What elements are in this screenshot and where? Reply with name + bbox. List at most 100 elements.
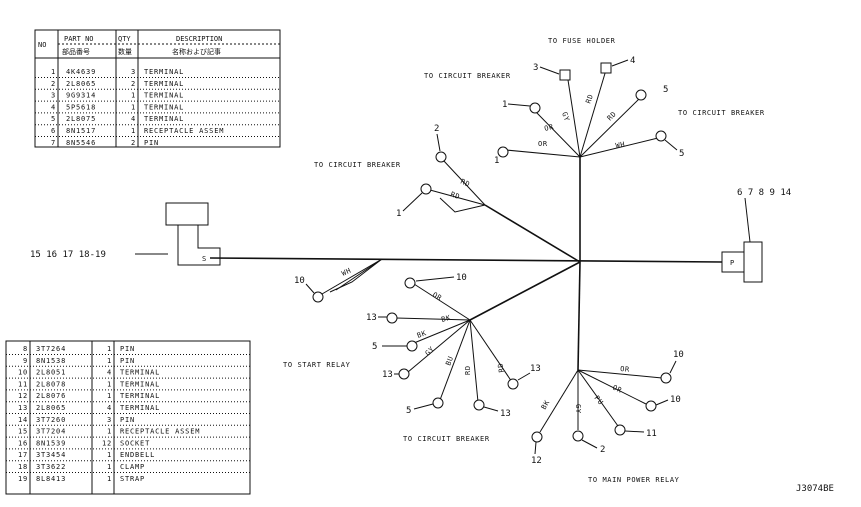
dest-start-relay: TO START RELAY <box>283 361 351 369</box>
part-number: 3T3454 <box>36 451 66 459</box>
left-upper-branch: RD RD TO CIRCUIT BREAKER 2 1 <box>314 124 486 219</box>
dest-circuit-breaker-top: TO CIRCUIT BREAKER <box>424 72 511 80</box>
wire-label-or: OR <box>431 291 443 303</box>
callout-10: 10 <box>670 395 681 405</box>
terminal-11 <box>614 424 626 436</box>
right-plug-label: P <box>730 259 734 267</box>
part-number: 8N5546 <box>66 139 96 147</box>
part-description: STRAP <box>120 475 145 483</box>
part-number: 2L8075 <box>66 115 96 123</box>
terminal-13 <box>386 312 398 324</box>
part-item-no: 3 <box>51 92 56 100</box>
callout-4: 4 <box>630 56 635 66</box>
part-qty: 3 <box>131 68 136 76</box>
dest-circuit-breaker-left: TO CIRCUIT BREAKER <box>314 161 401 169</box>
wire-label-rd: RD <box>449 190 461 201</box>
col-description-header: DESCRIPTION <box>176 35 222 43</box>
dest-circuit-breaker-right: TO CIRCUIT BREAKER <box>678 109 765 117</box>
part-qty: 1 <box>107 392 112 400</box>
col-part-no-jp-header: 部品番号 <box>62 47 90 56</box>
wire-label-rd: RD <box>496 362 506 373</box>
wire-label-or: OR <box>538 140 548 148</box>
callout-13: 13 <box>500 409 511 419</box>
part-item-no: 6 <box>51 127 56 135</box>
terminal-13 <box>398 368 410 380</box>
callout-2: 2 <box>600 445 605 455</box>
drawing-id: J3074BE <box>796 484 834 494</box>
part-description: TERMINAL <box>144 92 184 100</box>
wire-label-gy: GY <box>574 404 582 414</box>
start-relay-branch: OR BK BK GY BU RD RD TO START RELAY TO C… <box>283 273 541 443</box>
wire-label-wh: WH <box>340 266 352 277</box>
part-description: TERMINAL <box>144 68 184 76</box>
terminal-10 <box>312 291 324 303</box>
part-number: 5P5618 <box>66 103 96 111</box>
terminal-1 <box>529 102 541 114</box>
terminal-2 <box>572 430 584 442</box>
part-number: 8N1517 <box>66 127 96 135</box>
part-item-no: 7 <box>51 139 56 147</box>
part-item-no: 18 <box>18 463 28 471</box>
callout-5: 5 <box>679 149 684 159</box>
part-description: PIN <box>120 416 135 424</box>
left-connector-callout: 15 16 17 18-19 <box>30 250 106 260</box>
part-qty: 1 <box>107 428 112 436</box>
part-description: TERMINAL <box>144 103 184 111</box>
dest-circuit-breaker-bottom: TO CIRCUIT BREAKER <box>403 435 490 443</box>
part-item-no: 19 <box>18 475 28 483</box>
part-description: TERMINAL <box>144 80 184 88</box>
terminal-1 <box>497 146 509 158</box>
left-plug-label: S <box>202 255 206 263</box>
part-item-no: 1 <box>51 68 56 76</box>
part-qty: 1 <box>107 380 112 388</box>
callout-2: 2 <box>434 124 439 134</box>
harness-trunk <box>209 155 723 371</box>
dest-fuse-holder: TO FUSE HOLDER <box>548 37 616 45</box>
part-item-no: 9 <box>23 357 28 365</box>
wire-label-or: OR <box>611 384 623 395</box>
part-description: SOCKET <box>120 439 150 447</box>
part-qty: 2 <box>131 80 136 88</box>
part-item-no: 2 <box>51 80 56 88</box>
terminal-10 <box>645 400 657 412</box>
part-qty: 4 <box>107 369 112 377</box>
part-description: TERMINAL <box>120 392 160 400</box>
wire-label-or: OR <box>620 365 630 374</box>
col-qty-jp-header: 数量 <box>118 47 132 56</box>
part-qty: 3 <box>107 416 112 424</box>
callout-1: 1 <box>494 156 499 166</box>
callout-13: 13 <box>366 313 377 323</box>
part-number: 2L8065 <box>36 404 66 412</box>
part-qty: 4 <box>107 404 112 412</box>
part-item-no: 12 <box>18 392 28 400</box>
part-description: PIN <box>120 357 135 365</box>
part-description: RECEPTACLE ASSEM <box>144 127 224 135</box>
terminal-5 <box>406 340 418 352</box>
callout-10: 10 <box>673 350 684 360</box>
part-item-no: 14 <box>18 416 28 424</box>
part-qty: 1 <box>131 92 136 100</box>
wire-label-bk: BK <box>416 329 428 340</box>
part-qty: 1 <box>131 127 136 135</box>
part-description: CLAMP <box>120 463 145 471</box>
callout-5: 5 <box>406 406 411 416</box>
part-number: 2L8051 <box>36 369 66 377</box>
part-item-no: 4 <box>51 103 56 111</box>
terminal-5 <box>635 89 647 101</box>
part-qty: 4 <box>131 115 136 123</box>
part-number: 8N1539 <box>36 439 66 447</box>
terminal-3 <box>559 69 571 81</box>
callout-13: 13 <box>382 370 393 380</box>
